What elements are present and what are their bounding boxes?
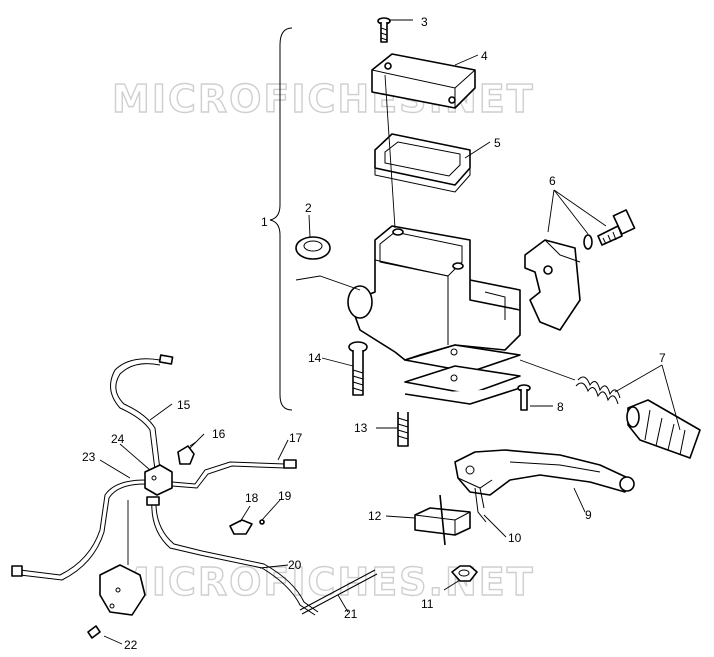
callout-6: 6 — [549, 174, 556, 188]
reservoir-cover-part-4 — [371, 53, 476, 109]
callout-22: 22 — [124, 638, 138, 652]
part-19 — [259, 519, 265, 525]
switch-part-12 — [414, 494, 471, 546]
callout-17: 17 — [289, 431, 303, 445]
spring-part-7 — [575, 376, 621, 405]
callout-16: 16 — [212, 427, 226, 441]
callout-15: 15 — [177, 398, 191, 412]
callout-7: 7 — [659, 351, 666, 365]
callout-5: 5 — [494, 136, 501, 150]
diaphragm-part-5 — [374, 133, 471, 193]
grommet-part-18 — [229, 519, 253, 535]
callout-20: 20 — [288, 558, 302, 572]
lower-brake-line — [146, 496, 319, 616]
callout-9: 9 — [585, 508, 592, 522]
callout-14: 14 — [308, 351, 322, 365]
clip-part-10 — [474, 487, 487, 523]
callout-1: 1 — [261, 215, 268, 229]
master-cylinder-body-part-1 — [347, 225, 521, 361]
callout-24: 24 — [111, 432, 125, 446]
brake-lever-part-9 — [454, 449, 635, 496]
callout-13: 13 — [354, 421, 368, 435]
o-ring-part-2 — [295, 236, 331, 260]
bracket-plate — [99, 564, 146, 616]
fitting-part-16 — [177, 441, 197, 465]
callout-18: 18 — [245, 491, 259, 505]
callout-10: 10 — [508, 531, 522, 545]
brake-line-part-23 — [11, 479, 146, 581]
screw-part-22 — [87, 625, 101, 639]
cable-tie-part-21 — [299, 569, 378, 615]
callout-labels: 1 2 3 4 5 6 7 8 9 10 11 12 13 14 15 16 1… — [82, 15, 666, 652]
brake-line-part-15 — [110, 354, 174, 471]
pivot-bolt-part-8 — [517, 384, 531, 411]
callout-3: 3 — [421, 15, 428, 29]
screw-part-3 — [377, 17, 391, 43]
junction-block-part-24 — [144, 464, 173, 496]
bolt-part-6 — [597, 209, 636, 246]
callout-8: 8 — [557, 400, 564, 414]
callout-12: 12 — [368, 509, 382, 523]
assembly-bracket — [269, 27, 293, 411]
leader-lines — [99, 19, 681, 645]
screw-part-13 — [397, 412, 409, 447]
callout-4: 4 — [481, 49, 488, 63]
brake-line-part-17 — [171, 459, 297, 489]
callout-21: 21 — [344, 607, 358, 621]
lever-mount-tabs — [404, 344, 521, 405]
callout-2: 2 — [305, 201, 312, 215]
clamp-part-6 — [524, 239, 581, 331]
callout-23: 23 — [82, 450, 96, 464]
bolt-part-14 — [348, 341, 368, 396]
callout-19: 19 — [278, 489, 292, 503]
washer-part-6 — [583, 234, 593, 250]
callout-11: 11 — [421, 597, 434, 611]
piston-part-7 — [626, 399, 701, 459]
nut-part-11 — [451, 565, 478, 582]
